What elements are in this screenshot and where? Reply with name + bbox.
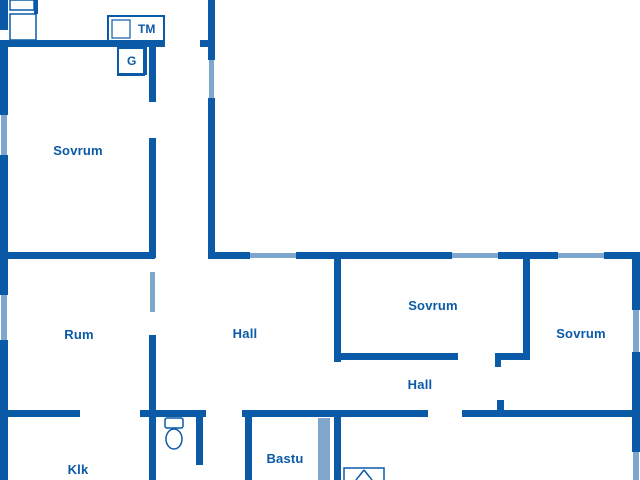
wall bbox=[334, 410, 341, 480]
wall bbox=[0, 0, 8, 30]
wall bbox=[462, 410, 640, 417]
wall bbox=[632, 352, 640, 452]
counter bbox=[9, 13, 37, 41]
room-label-sovrum-2: Sovrum bbox=[408, 298, 458, 313]
tm-box bbox=[107, 15, 165, 43]
window bbox=[318, 418, 330, 480]
wall bbox=[495, 355, 501, 367]
wall bbox=[140, 410, 206, 417]
wall bbox=[242, 410, 338, 417]
wall bbox=[0, 410, 80, 417]
wall bbox=[0, 40, 165, 47]
room-label-hall-1: Hall bbox=[233, 326, 258, 341]
window bbox=[209, 60, 214, 98]
toilet-icon bbox=[164, 417, 184, 450]
wall bbox=[200, 40, 215, 47]
wall bbox=[149, 46, 156, 102]
wall bbox=[334, 410, 428, 417]
cabinet bbox=[9, 0, 35, 11]
wall bbox=[208, 252, 250, 259]
window bbox=[558, 253, 604, 258]
window bbox=[452, 253, 498, 258]
room-label-klk: Klk bbox=[68, 462, 89, 477]
wall bbox=[149, 335, 156, 480]
window bbox=[250, 253, 296, 258]
windows bbox=[1, 60, 639, 480]
fixtures: TM G bbox=[9, 0, 385, 480]
room-label-bastu: Bastu bbox=[266, 451, 303, 466]
room-label-sovrum-3: Sovrum bbox=[556, 326, 606, 341]
wall bbox=[0, 252, 155, 259]
wall bbox=[296, 252, 452, 259]
tm-label: TM bbox=[138, 22, 155, 36]
wall bbox=[208, 0, 215, 46]
g-box bbox=[117, 47, 147, 75]
wall bbox=[196, 410, 203, 465]
wall bbox=[208, 98, 215, 258]
wall bbox=[523, 252, 530, 360]
wall bbox=[604, 252, 640, 259]
wall bbox=[497, 400, 504, 412]
window bbox=[150, 272, 155, 312]
room-label-rum: Rum bbox=[64, 327, 94, 342]
wall bbox=[334, 252, 341, 362]
wall bbox=[34, 0, 38, 14]
room-label-sovrum-1: Sovrum bbox=[53, 143, 103, 158]
window bbox=[1, 295, 7, 340]
window bbox=[1, 115, 7, 155]
room-label-hall-2: Hall bbox=[408, 377, 433, 392]
wall bbox=[0, 40, 8, 115]
room-labels: Sovrum Rum Klk Hall Hall Sovrum Sovrum B… bbox=[53, 143, 606, 477]
tm-inner bbox=[111, 19, 131, 39]
wall bbox=[245, 410, 252, 480]
window bbox=[633, 452, 639, 480]
window bbox=[633, 310, 639, 352]
wall bbox=[0, 155, 8, 295]
wall bbox=[495, 353, 530, 360]
stair-icon bbox=[343, 467, 385, 480]
wall bbox=[208, 46, 215, 60]
g-label: G bbox=[127, 54, 136, 68]
wall bbox=[632, 252, 640, 310]
wall bbox=[334, 353, 458, 360]
wall bbox=[149, 138, 156, 258]
